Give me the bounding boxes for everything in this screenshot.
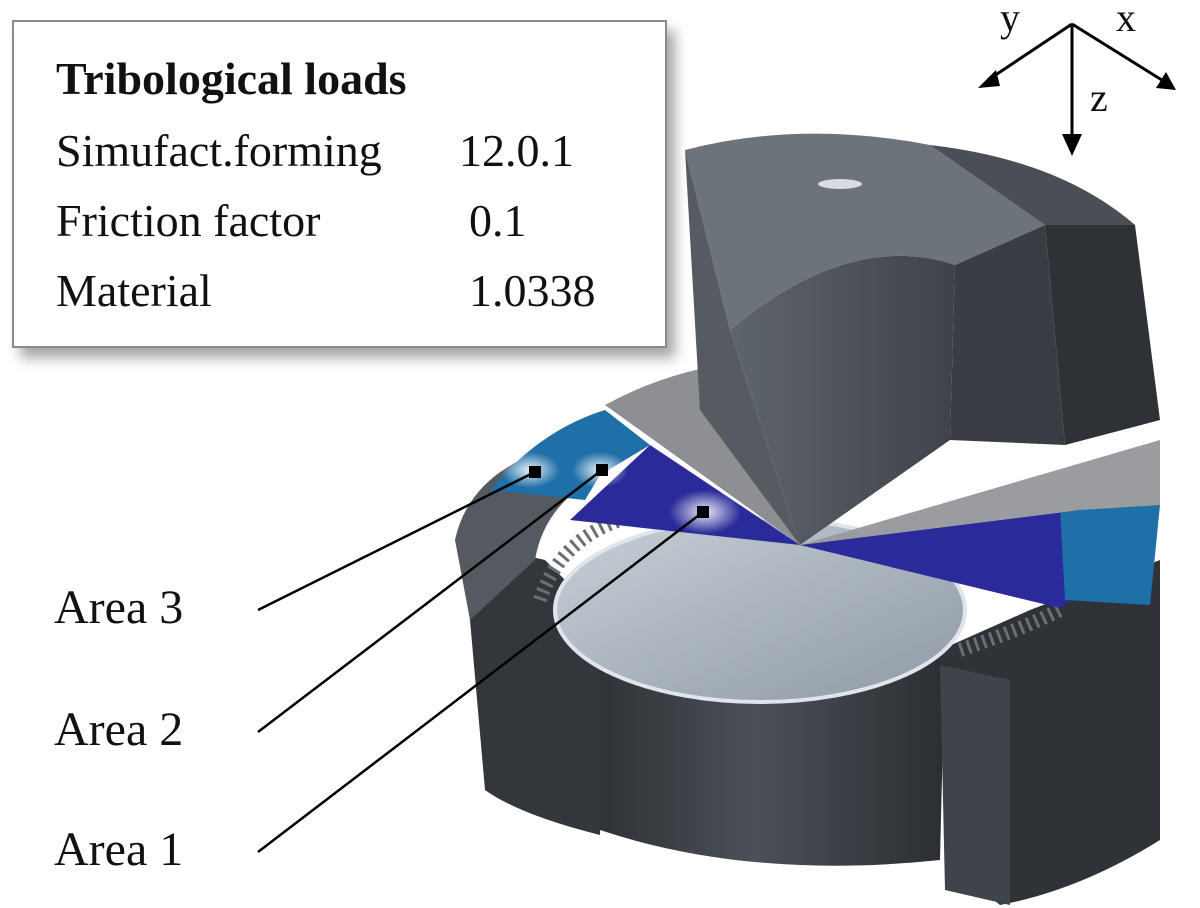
axis-z-label: z <box>1090 75 1108 120</box>
leader-line-area-3 <box>257 470 536 612</box>
axis-x-arrow <box>1156 72 1176 90</box>
punch-top-face <box>685 133 1045 330</box>
punch-outer-ring-side <box>1045 225 1160 445</box>
axis-y-label: y <box>1000 0 1020 40</box>
axis-x-label: x <box>1116 0 1136 40</box>
lower-die-right-face <box>940 665 1010 905</box>
punch-front-face <box>730 255 955 545</box>
axis-x-line <box>1071 22 1166 84</box>
area-label-2: Area 2 <box>54 703 184 756</box>
info-row-label-material: Material <box>56 265 212 316</box>
info-row-value-software: 12.0.1 <box>459 125 574 176</box>
punch-left-face <box>685 150 800 545</box>
marker-area-3 <box>529 466 541 478</box>
axis-z-arrow <box>1062 134 1082 156</box>
cup-face <box>553 516 967 704</box>
info-row-label-friction: Friction factor <box>56 195 321 246</box>
punch-ring-face <box>950 225 1065 445</box>
area-label-1: Area 1 <box>54 823 184 876</box>
sheet-wedge-right <box>800 440 1160 545</box>
marker-area-2 <box>596 464 608 476</box>
coordinate-axes <box>978 22 1176 156</box>
info-row-label-software: Simufact.forming <box>56 125 382 176</box>
leader-line-area-2 <box>257 469 603 733</box>
punch-highlight <box>818 179 862 189</box>
info-box: Tribological loads Simufact.forming 12.0… <box>12 20 667 348</box>
marker-area-1 <box>697 506 709 518</box>
info-row-value-material: 1.0338 <box>469 265 596 316</box>
contact-zone-right-edge <box>1060 505 1160 605</box>
punch-outer-ring-top <box>930 145 1135 225</box>
contact-zone-right <box>800 510 1084 608</box>
area-label-3: Area 3 <box>54 581 184 634</box>
cup-ribbed-edge-right <box>957 603 1064 657</box>
sheet-wedge-left <box>605 365 800 545</box>
axis-y-arrow <box>978 70 1000 88</box>
cup-ribbed-edge <box>533 513 623 603</box>
upper-punch <box>685 133 1160 545</box>
axis-y-line <box>987 22 1073 82</box>
info-box-title: Tribological loads <box>56 53 407 104</box>
leader-line-area-1 <box>257 511 704 853</box>
info-row-value-friction: 0.1 <box>469 195 527 246</box>
